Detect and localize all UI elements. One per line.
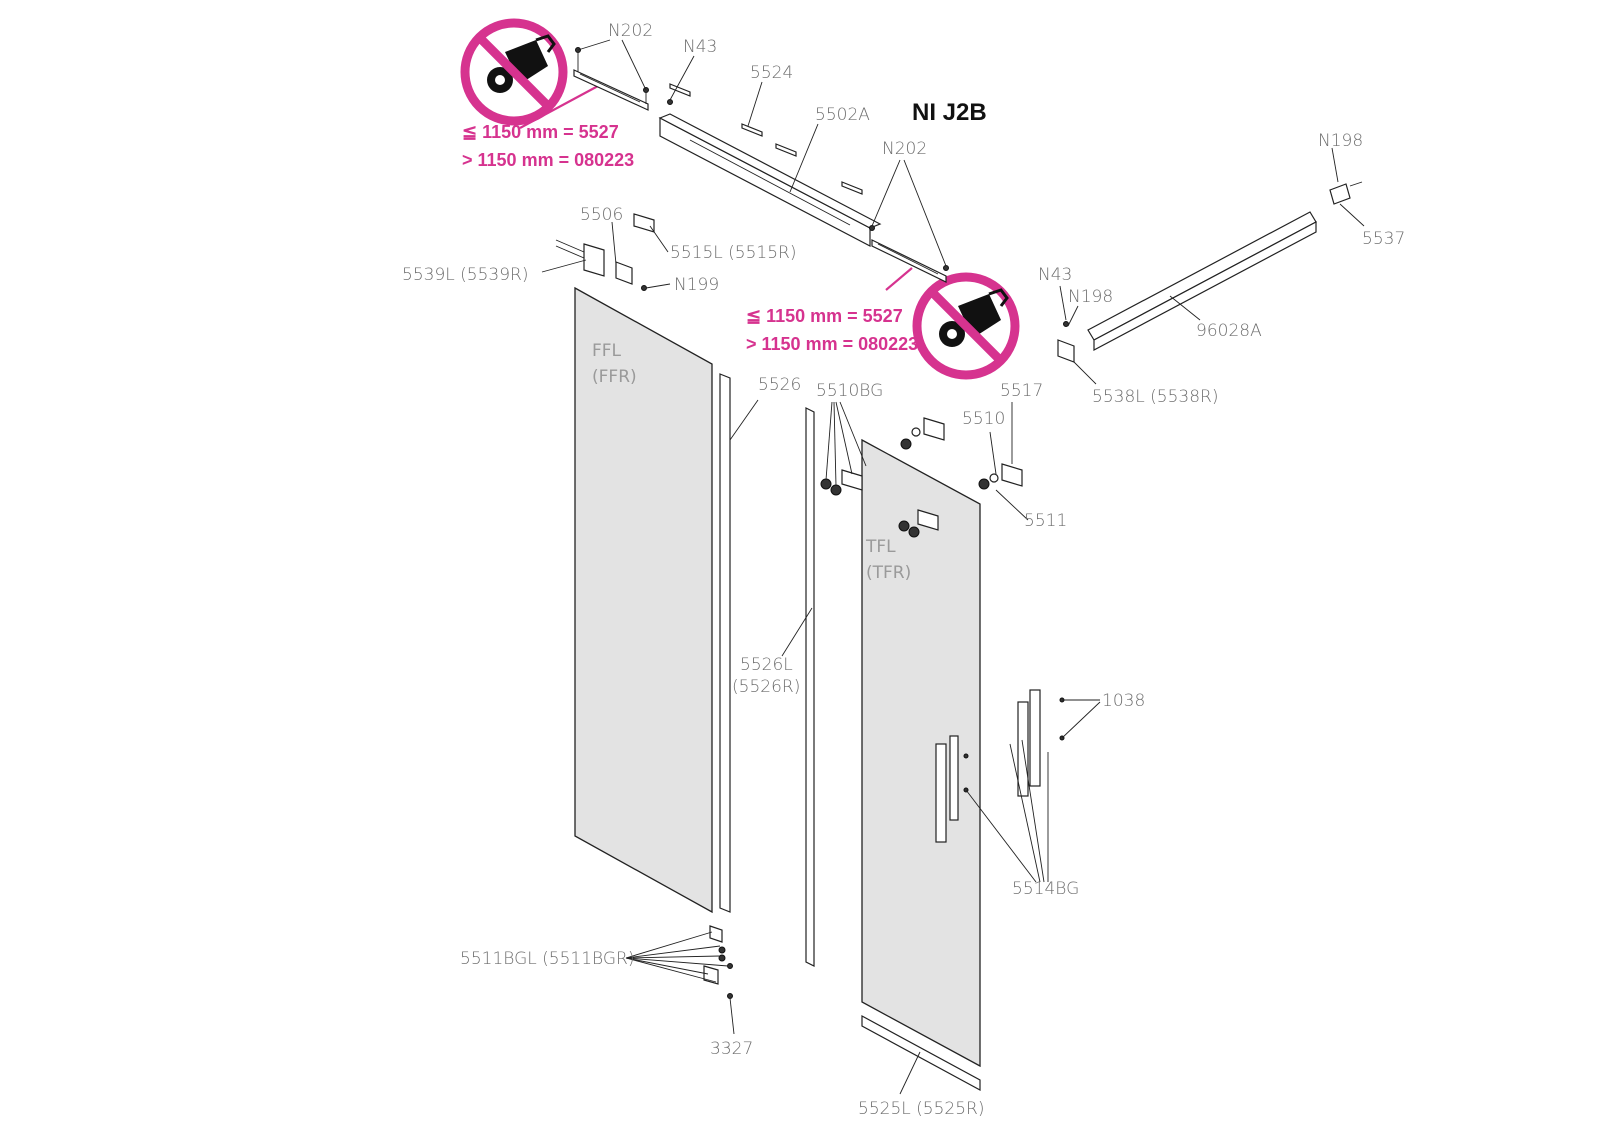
wall-bracket-5539l [555, 213, 655, 291]
label-5524: 5524 [750, 63, 793, 83]
no-lubricant-icon-top [460, 18, 568, 126]
warning-leader-middle [885, 267, 913, 291]
label-1038: 1038 [1102, 691, 1145, 711]
label-5526: 5526 [758, 375, 801, 395]
roller-carriage-top [573, 47, 649, 111]
label-5502a: 5502A [815, 105, 870, 125]
bottom-profile-5525l [861, 1014, 981, 1092]
label-3327: 3327 [710, 1039, 753, 1059]
fixed-glass-panel [574, 286, 713, 914]
fixed-panel-code: FFL [592, 341, 622, 361]
label-n202-top: N202 [608, 21, 653, 41]
roller-set-5510bg [820, 417, 1023, 538]
label-5526r: (5526R) [732, 677, 800, 697]
screw-n43-top [667, 99, 673, 105]
diagram-title: NI J2B [912, 99, 987, 126]
bottom-guide-5511bgl [703, 925, 733, 999]
door-panel-code-alt: (TFR) [866, 563, 911, 583]
sliding-door-panel [861, 438, 981, 1068]
label-5517: 5517 [1000, 381, 1043, 401]
warning-top-line2: > 1150 mm = 080223 [462, 150, 634, 170]
label-5526l: 5526L [740, 655, 793, 675]
label-n43-top: N43 [683, 37, 717, 57]
warning-middle-line2: > 1150 mm = 080223 [746, 334, 918, 354]
label-5511: 5511 [1024, 511, 1067, 531]
warning-top-line1: ≦ 1150 mm = 5527 [462, 122, 619, 142]
top-rail-5502a [658, 113, 882, 247]
label-n202-middle: N202 [882, 139, 927, 159]
label-5510: 5510 [962, 409, 1005, 429]
label-5525l: 5525L (5525R) [858, 1099, 984, 1119]
label-5511bgl: 5511BGL (5511BGR) [460, 949, 635, 969]
label-5539l: 5539L (5539R) [402, 265, 528, 285]
label-n198-top: N198 [1318, 131, 1363, 151]
roller-carriage-middle [869, 225, 949, 283]
warning-leader-top [519, 85, 599, 129]
label-n198-right: N198 [1068, 287, 1113, 307]
stabilizer-bar-96028a [1057, 181, 1363, 363]
label-5514bg: 5514BG [1012, 879, 1079, 899]
label-n199: N199 [674, 275, 719, 295]
label-5537: 5537 [1362, 229, 1405, 249]
warning-middle-line1: ≦ 1150 mm = 5527 [746, 306, 903, 326]
seal-profile-5526l [805, 407, 815, 967]
label-5538l: 5538L (5538R) [1092, 387, 1218, 407]
fixed-panel-code-alt: (FFR) [592, 367, 637, 387]
label-5510bg: 5510BG [816, 381, 883, 401]
label-96028a: 96028A [1196, 321, 1262, 341]
no-lubricant-icon-middle [912, 272, 1020, 380]
label-n43-right: N43 [1038, 265, 1072, 285]
label-5515l: 5515L (5515R) [670, 243, 796, 263]
rail-inserts-5524 [669, 83, 863, 195]
label-5506: 5506 [580, 205, 623, 225]
wall-profile-5526 [719, 373, 731, 913]
door-panel-code: TFL [865, 537, 896, 557]
